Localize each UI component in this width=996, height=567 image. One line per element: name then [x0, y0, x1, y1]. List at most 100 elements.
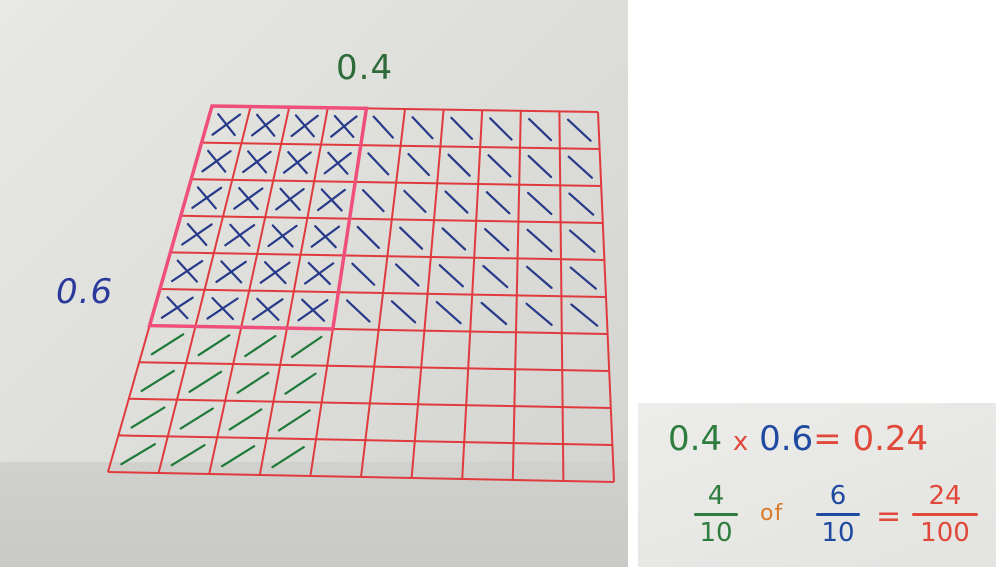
fraction-left-denominator: 10 — [694, 520, 738, 546]
backslash-mark — [358, 227, 379, 248]
cross-mark — [312, 227, 339, 247]
slash-mark — [285, 374, 315, 394]
backslash-mark — [400, 228, 422, 249]
backslash-mark — [392, 301, 415, 322]
backslash-mark — [443, 228, 466, 249]
backslash-mark — [449, 155, 470, 176]
backslash-mark — [529, 156, 552, 177]
backslash-mark — [363, 190, 383, 211]
backslash-mark — [347, 300, 370, 321]
slash-mark — [245, 336, 275, 356]
cross-mark — [276, 189, 303, 209]
fraction-left-numerator: 4 — [694, 483, 738, 509]
backslash-mark — [482, 303, 507, 324]
slash-mark — [190, 372, 221, 392]
decimal-result: 0.24 — [852, 419, 928, 459]
backslash-mark — [396, 264, 419, 285]
backslash-mark — [569, 157, 592, 178]
slash-mark — [279, 410, 310, 430]
cross-mark — [207, 298, 237, 318]
backslash-mark — [528, 230, 552, 251]
backslash-mark — [489, 155, 511, 176]
backslash-mark — [529, 119, 551, 140]
cross-mark — [253, 299, 282, 319]
cross-mark — [292, 116, 318, 136]
backslash-mark — [526, 304, 551, 325]
cross-mark — [225, 225, 254, 245]
cross-mark — [243, 152, 270, 172]
decimal-right: 0.6 — [759, 419, 813, 459]
times-sign: x — [733, 427, 748, 457]
slash-mark — [230, 409, 261, 429]
slash-mark — [222, 446, 254, 466]
backslash-mark — [374, 117, 393, 138]
cross-mark — [182, 224, 211, 244]
fraction-right-denominator: 10 — [816, 520, 860, 546]
slash-mark — [292, 337, 321, 357]
backslash-mark — [568, 120, 591, 141]
backslash-mark — [485, 229, 508, 250]
cross-mark — [325, 153, 351, 173]
cross-mark — [162, 298, 193, 318]
slash-mark — [181, 409, 213, 429]
cross-mark — [261, 263, 290, 283]
slash-mark — [238, 373, 269, 393]
equation-photo: 0.4 x 0.6= 0.24 4 10 of 6 10 = 24 100 — [638, 403, 996, 567]
backslash-mark — [437, 302, 461, 323]
backslash-mark — [528, 193, 551, 214]
slash-mark — [199, 335, 230, 355]
cross-mark — [331, 116, 356, 136]
backslash-mark — [413, 117, 433, 138]
fraction-right: 6 10 — [816, 483, 860, 546]
slash-mark — [142, 371, 174, 391]
grid-marks — [121, 114, 597, 467]
of-word: of — [760, 501, 783, 526]
decimal-left: 0.4 — [668, 419, 722, 459]
decimal-equation: 0.4 x 0.6= 0.24 — [668, 419, 928, 459]
cross-mark — [234, 188, 262, 208]
equals-sign-decimal: = — [813, 419, 842, 459]
fraction-result-numerator: 24 — [912, 483, 978, 509]
backslash-mark — [408, 154, 428, 175]
fraction-right-bar — [816, 513, 860, 516]
fraction-result: 24 100 — [912, 483, 978, 546]
backslash-mark — [446, 192, 468, 213]
fraction-left-bar — [694, 513, 738, 516]
slash-mark — [131, 408, 164, 428]
backslash-mark — [490, 118, 511, 139]
fraction-result-bar — [912, 513, 978, 516]
fraction-result-denominator: 100 — [912, 520, 978, 546]
backslash-mark — [569, 194, 593, 215]
cross-mark — [172, 261, 202, 281]
equals-sign-fraction: = — [876, 499, 902, 534]
top-label-0-4: 0.4 — [336, 48, 393, 88]
left-label-0-6: 0.6 — [56, 272, 113, 312]
backslash-mark — [487, 192, 510, 213]
cross-mark — [318, 190, 345, 210]
slash-mark — [152, 334, 183, 354]
cross-mark — [216, 262, 245, 282]
backslash-mark — [440, 265, 463, 286]
backslash-mark — [570, 231, 595, 252]
backslash-mark — [368, 153, 388, 174]
cross-mark — [202, 151, 230, 171]
backslash-mark — [527, 267, 552, 288]
backslash-mark — [571, 305, 597, 326]
backslash-mark — [451, 118, 471, 139]
grid-photo: 0.4 0.6 — [0, 0, 628, 567]
cross-mark — [299, 300, 328, 320]
fraction-left: 4 10 — [694, 483, 738, 546]
cross-mark — [192, 188, 221, 208]
slash-mark — [121, 444, 154, 464]
backslash-mark — [483, 266, 507, 287]
slash-mark — [272, 447, 303, 467]
backslash-mark — [404, 191, 425, 212]
backslash-mark — [571, 268, 596, 289]
cross-mark — [252, 115, 279, 135]
cross-mark — [284, 152, 311, 172]
cross-mark — [268, 226, 296, 246]
cross-mark — [213, 115, 240, 135]
fraction-right-numerator: 6 — [816, 483, 860, 509]
cross-mark — [305, 263, 333, 283]
backslash-mark — [352, 264, 374, 285]
